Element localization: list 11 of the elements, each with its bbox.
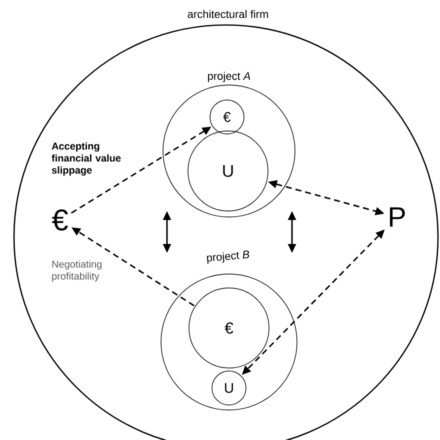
ellipse-node: € [210,100,244,134]
node-label: architectural firm [188,10,268,18]
symbol-label: P [390,207,405,227]
symbol-label: € [52,209,68,231]
ellipse-node: U [212,370,246,406]
ellipse-node: U [188,130,268,212]
node-label: project B [206,250,250,264]
edge-label: Negotiating profitability [52,260,102,282]
node-label: project A [208,72,250,82]
edge-label: Accepting financial value slippage [52,142,121,176]
ellipse-node: € [188,288,270,368]
